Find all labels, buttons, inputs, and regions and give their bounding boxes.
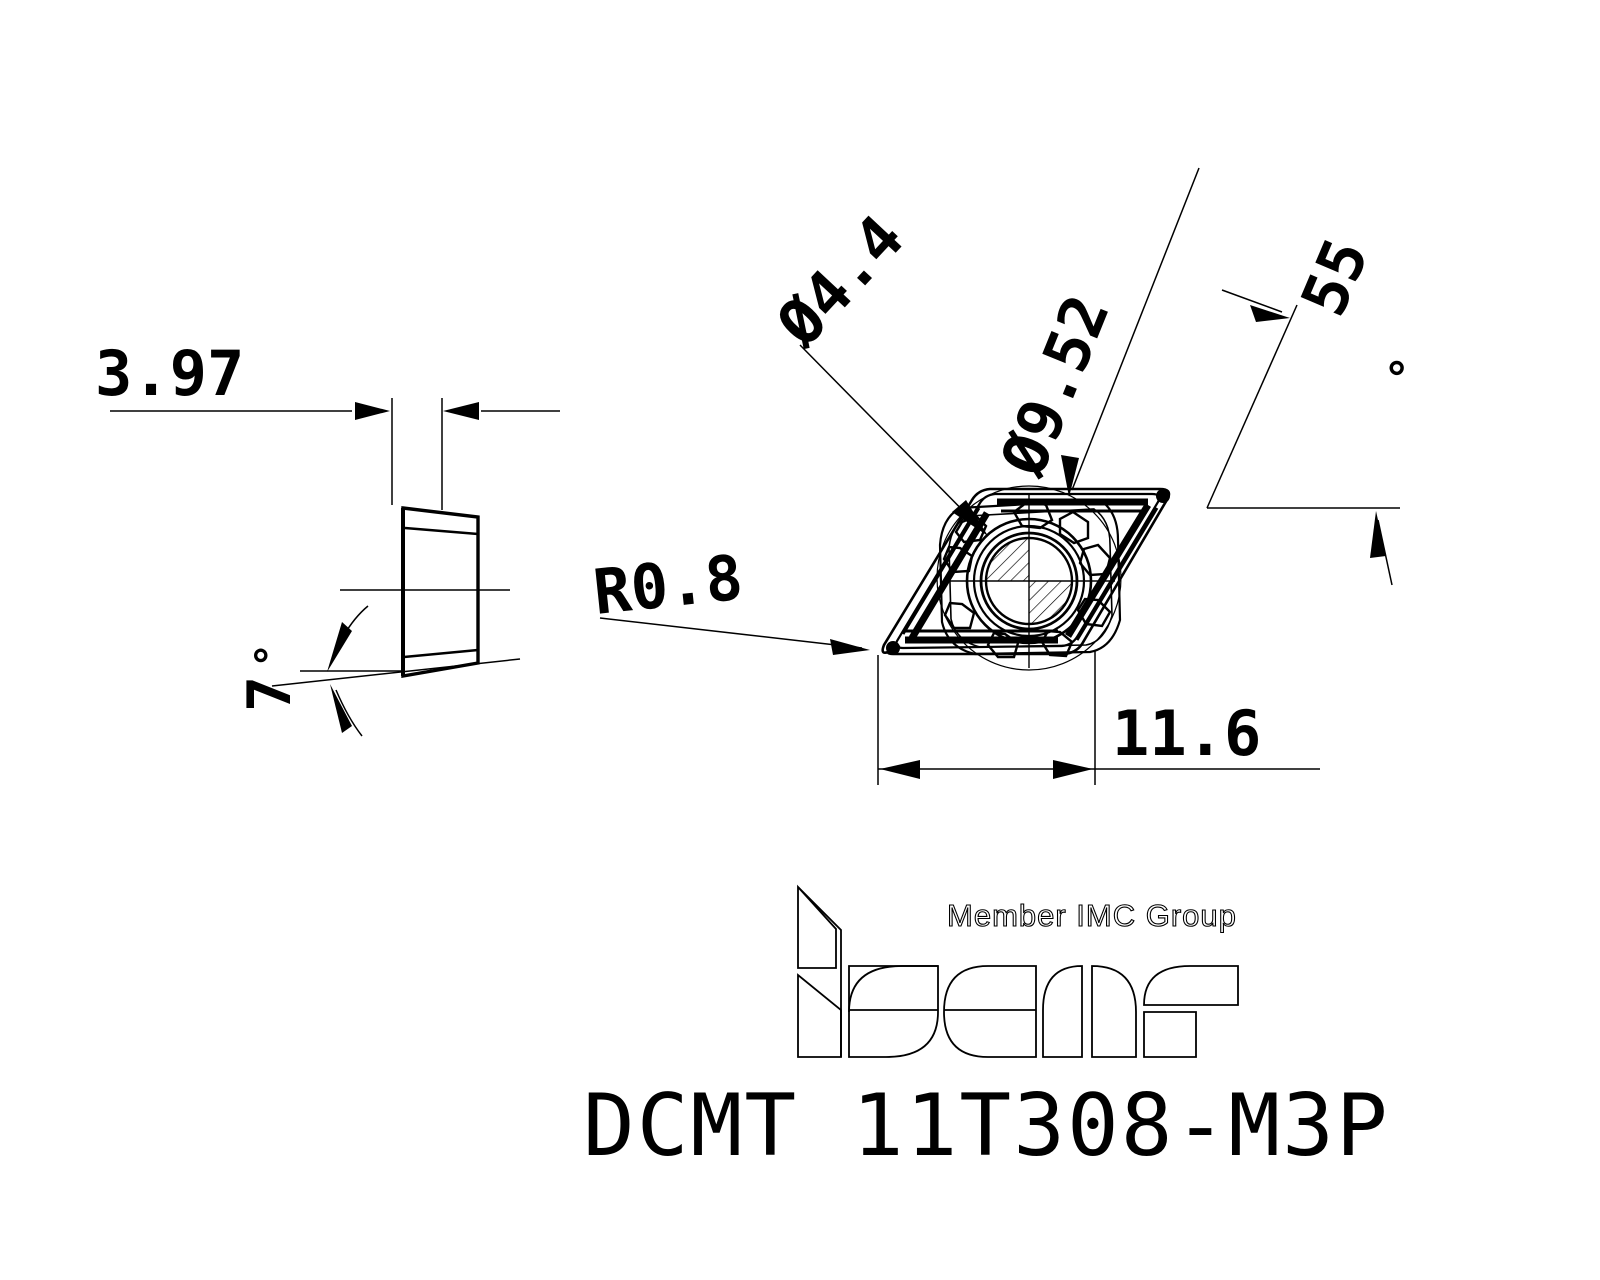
side-top-land	[404, 526, 479, 536]
arrowhead-length-left	[880, 760, 920, 779]
side-bottom-land	[403, 648, 479, 659]
angle7-arrow-lower	[330, 684, 352, 733]
angle-7-annotation: 7 °	[235, 605, 521, 737]
length-dim-text: 11.6	[1112, 697, 1261, 770]
angle7-ref-inclined	[271, 658, 521, 687]
leader-arrow-hole	[952, 500, 988, 536]
logo-letter-r-arm	[1143, 965, 1239, 1006]
iscar-logo: Member IMC Group	[797, 884, 1239, 1058]
logo-letter-s-curve	[848, 965, 938, 1013]
leader-corner-radius: R0.8	[590, 541, 870, 655]
leader-line-hole	[799, 344, 986, 534]
logo-letter-s	[848, 965, 939, 1058]
leader-line-ic	[1071, 167, 1200, 491]
inscribed-circle-text: Ø9.52	[986, 285, 1124, 486]
inscribed-circle-ref	[936, 485, 1122, 671]
angle7-degree-symbol: °	[246, 643, 295, 668]
leader-arrow-radius	[830, 639, 870, 655]
angle7-dim-text: 7	[235, 676, 305, 712]
arrowhead-length-right	[1053, 760, 1093, 779]
logo-mark-upper	[797, 884, 837, 969]
side-view-group: 3.97 7 °	[95, 337, 560, 737]
angle-55-annotation: 55 °	[1206, 229, 1435, 586]
logo-letter-n	[1091, 965, 1137, 1058]
logo-letter-a	[1042, 965, 1083, 1058]
leader-arrow-ic	[1061, 455, 1079, 497]
logo-letter-r-stem	[1143, 1011, 1197, 1058]
logo-mark-stroke	[797, 886, 842, 1057]
angle55-degree-symbol: °	[1378, 350, 1435, 394]
angle55-dim-text: 55	[1287, 229, 1383, 326]
corner-radius-right	[1156, 489, 1170, 503]
corner-radius-text: R0.8	[590, 541, 746, 629]
hole-diameter-text: Ø4.4	[762, 201, 918, 361]
arrowhead-thickness-right	[443, 402, 479, 420]
leader-line-radius	[599, 617, 863, 649]
logo-tagline: Member IMC Group	[947, 898, 1237, 933]
angle55-arrow-top	[1250, 305, 1290, 322]
part-number-text: DCMT 11T308-M3P	[583, 1076, 1390, 1176]
insert-top-body	[881, 485, 1171, 671]
arrowhead-thickness-left	[355, 402, 390, 420]
corner-radius-left	[886, 641, 900, 655]
angle55-arrow-right	[1370, 511, 1386, 558]
insert-side-profile	[401, 506, 480, 679]
angle7-arrow-upper	[327, 622, 352, 672]
central-boss	[938, 498, 1122, 656]
leader-inscribed-circle: Ø9.52	[986, 167, 1200, 497]
logo-letter-c	[943, 965, 1037, 1058]
top-view-group: Ø4.4 Ø9.52 R0.8 55 °	[590, 167, 1435, 785]
dimension-length: 11.6	[877, 650, 1320, 785]
thickness-dim-text: 3.97	[95, 337, 244, 410]
leader-hole-diameter: Ø4.4	[762, 201, 988, 536]
angle55-leader-top	[1221, 289, 1283, 313]
logo-mark-lower	[797, 973, 842, 1058]
angle55-ext-inclined	[1206, 304, 1298, 509]
angle7-arc-lower	[335, 689, 363, 737]
